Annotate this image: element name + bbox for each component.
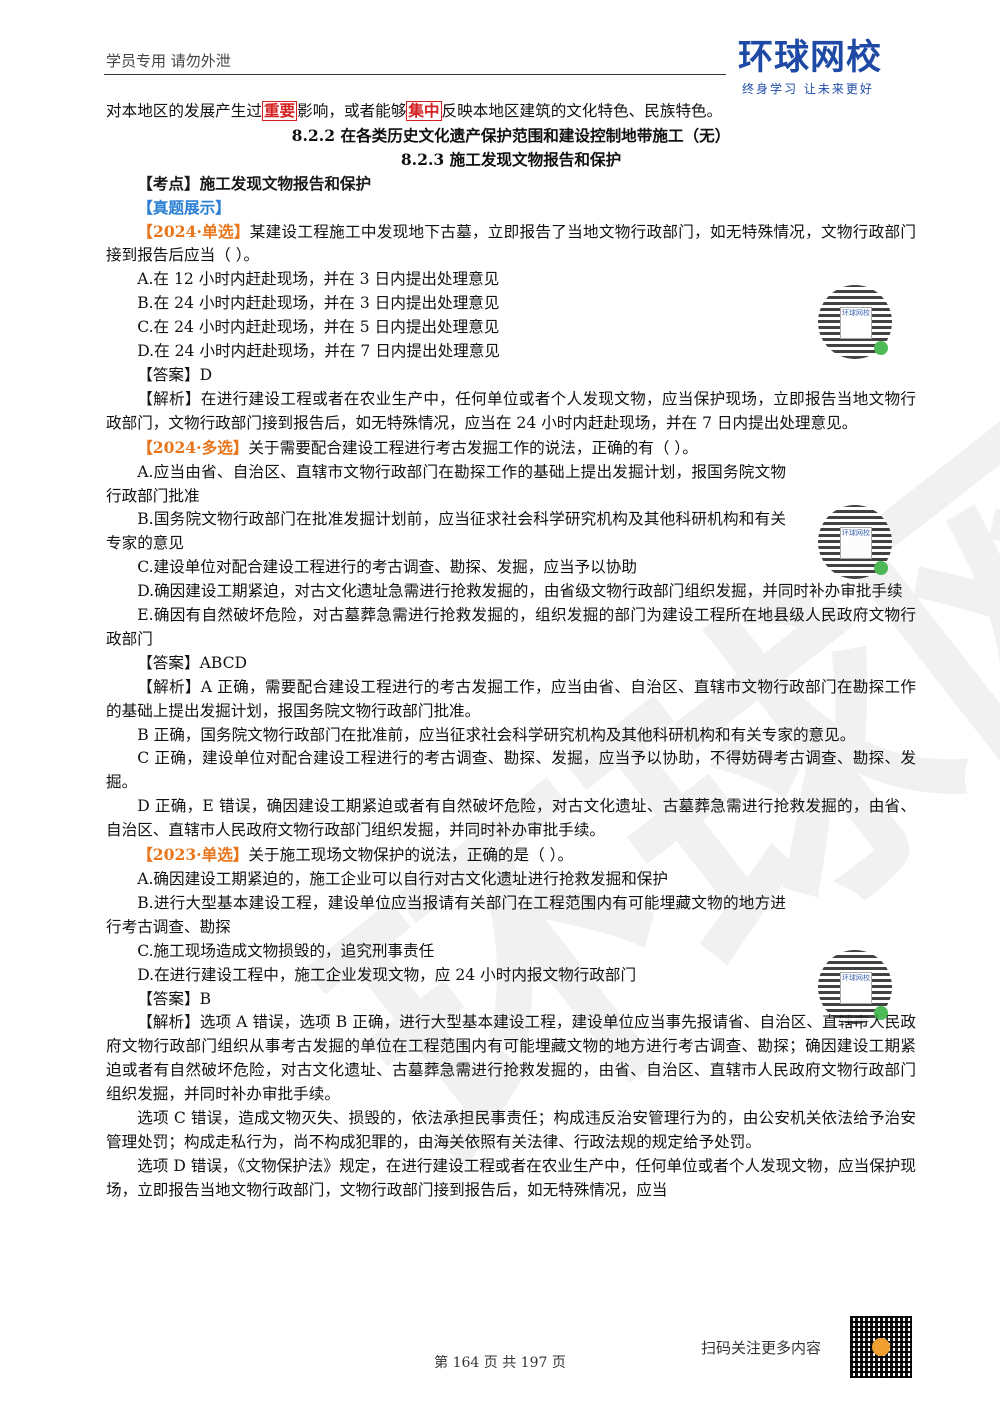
intro-post: 反映本地区建筑的文化特色、民族特色。 bbox=[441, 102, 723, 120]
q1-analysis: 【解析】在进行建设工程或者在农业生产中，任何单位或者个人发现文物，应当保护现场，… bbox=[106, 389, 916, 432]
header-left-text: 学员专用 请勿外泄 bbox=[106, 52, 231, 70]
q1-option-d: D.在 24 小时内赶赴现场，并在 7 日内提出处理意见 bbox=[137, 342, 500, 361]
intro-pre: 对本地区的发展产生过 bbox=[106, 102, 262, 120]
q3-option-a: A.确因建设工期紧迫的，施工企业可以自行对古文化遗址进行抢救发掘和保护 bbox=[137, 870, 668, 888]
document-body: 对本地区的发展产生过重要影响，或者能够集中反映本地区建筑的文化特色、民族特色。 … bbox=[106, 100, 916, 1203]
q2-analysis-4: D 正确，E 错误，确因建设工期紧迫或者有自然破坏危险，对古文化遗址、古墓葬急需… bbox=[106, 797, 916, 840]
q2-analysis-2: B 正确，国务院文物行政部门在批准前，应当征求社会科学研究机构及其他科研机构和有… bbox=[137, 725, 856, 744]
qr-code-q3[interactable]: 环球网校 bbox=[818, 950, 892, 1024]
q3-analysis-2: 选项 C 错误，造成文物灭失、损毁的，依法承担民事责任；构成违反治安管理行为的，… bbox=[106, 1109, 916, 1151]
highlight-box-1: 重要 bbox=[261, 101, 298, 121]
q2-analysis-1: 【解析】A 正确，需要配合建设工程进行的考古发掘工作，应当由省、自治区、直辖市文… bbox=[106, 677, 916, 720]
q1-answer: 【答案】D bbox=[137, 365, 213, 384]
highlight-box-2: 集中 bbox=[406, 101, 442, 121]
logo-slogan: 终身学习 让未来更好 bbox=[742, 82, 874, 96]
q3-option-d: D.在进行建设工程中，施工企业发现文物，应 24 小时内报文物行政部门 bbox=[137, 965, 637, 984]
logo: 环球网校 终身学习 让未来更好 bbox=[738, 38, 918, 98]
q2-answer: 【答案】ABCD bbox=[137, 653, 248, 672]
zhenti-label: 【真题展示】 bbox=[137, 197, 231, 217]
q3-stem-text: 关于施工现场文物保护的说法，正确的是（ ）。 bbox=[248, 846, 574, 865]
qr-code-q3-logo: 环球网校 bbox=[840, 972, 872, 1004]
q1-tag: 【2024·单选】 bbox=[137, 221, 250, 241]
qr-code-q2[interactable]: 环球网校 bbox=[818, 505, 892, 579]
q2-option-d: D.确因建设工期紧迫，对古文化遗址急需进行抢救发掘的，由省级文物行政部门组织发掘… bbox=[137, 582, 903, 601]
q2-tag: 【2024·多选】 bbox=[137, 437, 249, 457]
qr-code-q2-badge bbox=[874, 561, 888, 575]
q3-answer: 【答案】B bbox=[137, 989, 212, 1008]
q2-option-b: B.国务院文物行政部门在批准发掘计划前，应当征求社会科学研究机构及其他科研机构和… bbox=[106, 510, 786, 553]
section-heading-823: 8.2.3 施工发现文物报告和保护 bbox=[400, 149, 622, 169]
qr-code-q1-badge bbox=[874, 341, 888, 355]
scan-prompt: 扫码关注更多内容 bbox=[701, 1339, 822, 1357]
qr-code-q3-badge bbox=[874, 1006, 888, 1020]
kaodian-label: 【考点】施工发现文物报告和保护 bbox=[137, 173, 372, 193]
q3-tag: 【2023·单选】 bbox=[137, 845, 249, 865]
q3-analysis-3: 选项 D 错误，《文物保护法》规定，在进行建设工程或者在农业生产中，任何单位或者… bbox=[106, 1156, 916, 1199]
q3-option-c: C.施工现场造成文物损毁的，追究刑事责任 bbox=[137, 941, 435, 960]
q3-analysis-1: 【解析】选项 A 错误，选项 B 正确，进行大型基本建设工程，建设单位应当事先报… bbox=[106, 1013, 916, 1104]
q2-stem-text: 关于需要配合建设工程进行考古发掘工作的说法，正确的有（ ）。 bbox=[248, 438, 698, 457]
page-number: 第 164 页 共 197 页 bbox=[434, 1355, 566, 1371]
q1-stem-text: 某建设工程施工中发现地下古墓，立即报告了当地文物行政部门，如无特殊情况，文物行政… bbox=[106, 222, 916, 265]
q2-stem: 【2024·多选】关于需要配合建设工程进行考古发掘工作的说法，正确的有（ ）。 bbox=[106, 436, 916, 461]
logo-main-text: 环球网校 bbox=[738, 38, 883, 78]
scan-qr-center-icon bbox=[872, 1338, 890, 1356]
q3-option-b: B.进行大型基本建设工程，建设单位应当报请有关部门在工程范围内有可能埋藏文物的地… bbox=[106, 893, 786, 936]
q2-option-a: A.应当由省、自治区、直辖市文物行政部门在勘探工作的基础上提出发掘计划，报国务院… bbox=[106, 462, 786, 505]
q1-stem: 【2024·单选】某建设工程施工中发现地下古墓，立即报告了当地文物行政部门，如无… bbox=[106, 220, 916, 269]
q2-option-c: C.建设单位对配合建设工程进行的考古调查、勘探、发掘，应当予以协助 bbox=[137, 558, 637, 577]
q2-option-e: E.确因有自然破坏危险，对古墓葬急需进行抢救发掘的，组织发掘的部门为建设工程所在… bbox=[106, 606, 916, 648]
q3-stem: 【2023·单选】关于施工现场文物保护的说法，正确的是（ ）。 bbox=[106, 843, 916, 868]
intro-paragraph: 对本地区的发展产生过重要影响，或者能够集中反映本地区建筑的文化特色、民族特色。 bbox=[106, 100, 916, 124]
qr-code-q2-logo: 环球网校 bbox=[840, 527, 872, 559]
qr-code-q1[interactable]: 环球网校 bbox=[818, 285, 892, 359]
intro-mid: 影响，或者能够 bbox=[297, 102, 407, 120]
q1-option-c: C.在 24 小时内赶赴现场，并在 5 日内提出处理意见 bbox=[137, 318, 500, 337]
header-divider bbox=[104, 74, 726, 75]
section-heading-822: 8.2.2 在各类历史文化遗产保护范围和建设控制地带施工（无） bbox=[291, 125, 731, 145]
q1-option-b: B.在 24 小时内赶赴现场，并在 3 日内提出处理意见 bbox=[137, 294, 500, 313]
q2-analysis-3: C 正确，建设单位对配合建设工程进行的考古调查、勘探、发掘，应当予以协助，不得妨… bbox=[106, 749, 916, 792]
scan-qr-code[interactable] bbox=[850, 1316, 912, 1378]
q1-option-a: A.在 12 小时内赶赴现场，并在 3 日内提出处理意见 bbox=[137, 270, 500, 289]
qr-code-q1-logo: 环球网校 bbox=[840, 307, 872, 339]
